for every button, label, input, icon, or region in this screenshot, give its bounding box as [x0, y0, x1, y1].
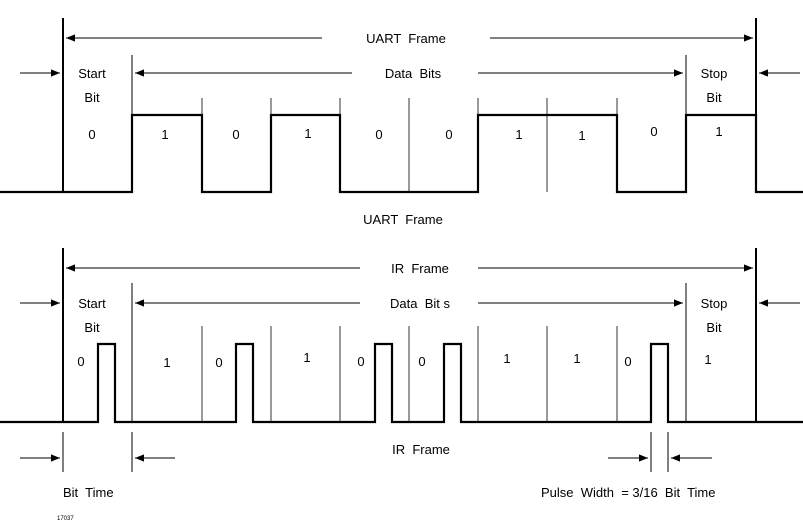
ir-data-label: Data Bit s	[390, 296, 450, 311]
ir-start-label-line1: Start	[78, 296, 106, 311]
uart-bit-value: 1	[578, 128, 585, 143]
ir-start-label-line2: Bit	[84, 320, 100, 335]
uart-bit-value: 0	[650, 124, 657, 139]
uart-caption: UART Frame	[363, 212, 443, 227]
ir-bit-value: 0	[77, 354, 84, 369]
ir-bit-value: 0	[418, 354, 425, 369]
uart-waveform	[0, 113, 803, 194]
uart-bit-value: 0	[375, 127, 382, 142]
ir-text: IR Frame Start Bit Data Bit s Stop Bit 0…	[57, 261, 727, 522]
uart-stop-label-line2: Bit	[706, 90, 722, 105]
uart-frame-label: UART Frame	[366, 31, 446, 46]
ir-bit-value: 1	[163, 355, 170, 370]
ir-bit-value: 1	[573, 351, 580, 366]
uart-bit-value: 1	[715, 124, 722, 139]
ir-bit-value: 1	[704, 352, 711, 367]
ir-caption: IR Frame	[392, 442, 450, 457]
uart-stop-label-line1: Stop	[701, 66, 728, 81]
ir-bit-value: 1	[503, 351, 510, 366]
ir-stop-label-line1: Stop	[701, 296, 728, 311]
uart-text: UART Frame Start Bit Data Bits Stop Bit …	[78, 31, 727, 227]
ir-bit-value: 1	[303, 350, 310, 365]
pulse-width-label: Pulse Width = 3/16 Bit Time	[541, 485, 716, 500]
uart-start-label-line1: Start	[78, 66, 106, 81]
uart-bit-value: 0	[88, 127, 95, 142]
ir-frame-label: IR Frame	[391, 261, 449, 276]
uart-bit-value: 0	[232, 127, 239, 142]
bit-time-label: Bit Time	[63, 485, 114, 500]
ir-section	[0, 248, 803, 472]
uart-section	[0, 18, 803, 194]
figure-id: 17037	[57, 516, 74, 522]
ir-waveform	[0, 342, 803, 424]
uart-bit-value: 1	[161, 127, 168, 142]
ir-bit-value: 0	[357, 354, 364, 369]
uart-bit-value: 1	[515, 127, 522, 142]
uart-bit-value: 1	[304, 126, 311, 141]
uart-data-label: Data Bits	[385, 66, 442, 81]
uart-start-label-line2: Bit	[84, 90, 100, 105]
uart-bit-value: 0	[445, 127, 452, 142]
ir-bit-value: 0	[624, 354, 631, 369]
ir-bit-value: 0	[215, 355, 222, 370]
ir-stop-label-line2: Bit	[706, 320, 722, 335]
